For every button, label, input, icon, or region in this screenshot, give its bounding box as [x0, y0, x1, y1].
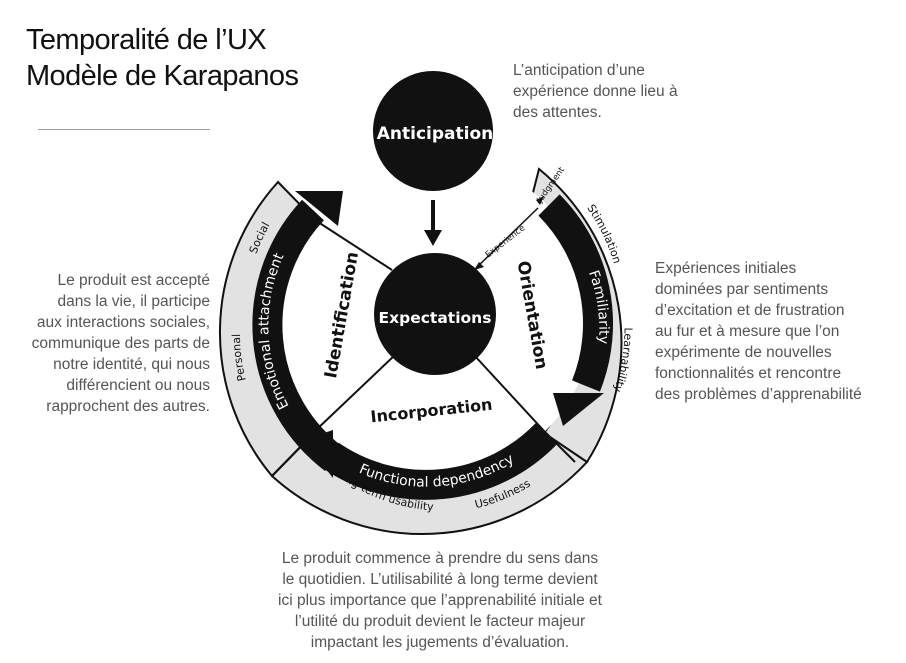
section-dividers [271, 221, 576, 477]
familiarity-arc [538, 194, 614, 392]
cycle-arrows [252, 191, 614, 500]
title-line-2: Modèle de Karapanos [26, 60, 299, 92]
functional-dependency-arrowhead [303, 430, 333, 478]
expectations-circle [374, 253, 496, 375]
caption-anticipation: L’anticipation d’une expérience donne li… [513, 62, 678, 121]
functional-dependency-arc [321, 422, 558, 500]
title-divider [38, 129, 210, 130]
emotional-attachment-arc [252, 199, 344, 471]
caption-identification: Le produit est accepté dans la vie, il p… [31, 272, 210, 415]
anticipation-label: Anticipation [377, 124, 494, 144]
down-arrow-head [424, 230, 442, 246]
caption-incorporation: Le produit commence à prendre du sens da… [278, 550, 602, 651]
title-line-1: Temporalité de l’UX [26, 24, 267, 56]
caption-orientation: Expériences initiales dominées par senti… [655, 260, 862, 403]
anticipation-circle [373, 71, 493, 191]
emotional-attachment-arrowhead [295, 191, 343, 226]
expectations-label: Expectations [379, 309, 492, 327]
page-title: Temporalité de l’UX Modèle de Karapanos [26, 22, 299, 94]
familiarity-arrowhead [553, 393, 604, 426]
